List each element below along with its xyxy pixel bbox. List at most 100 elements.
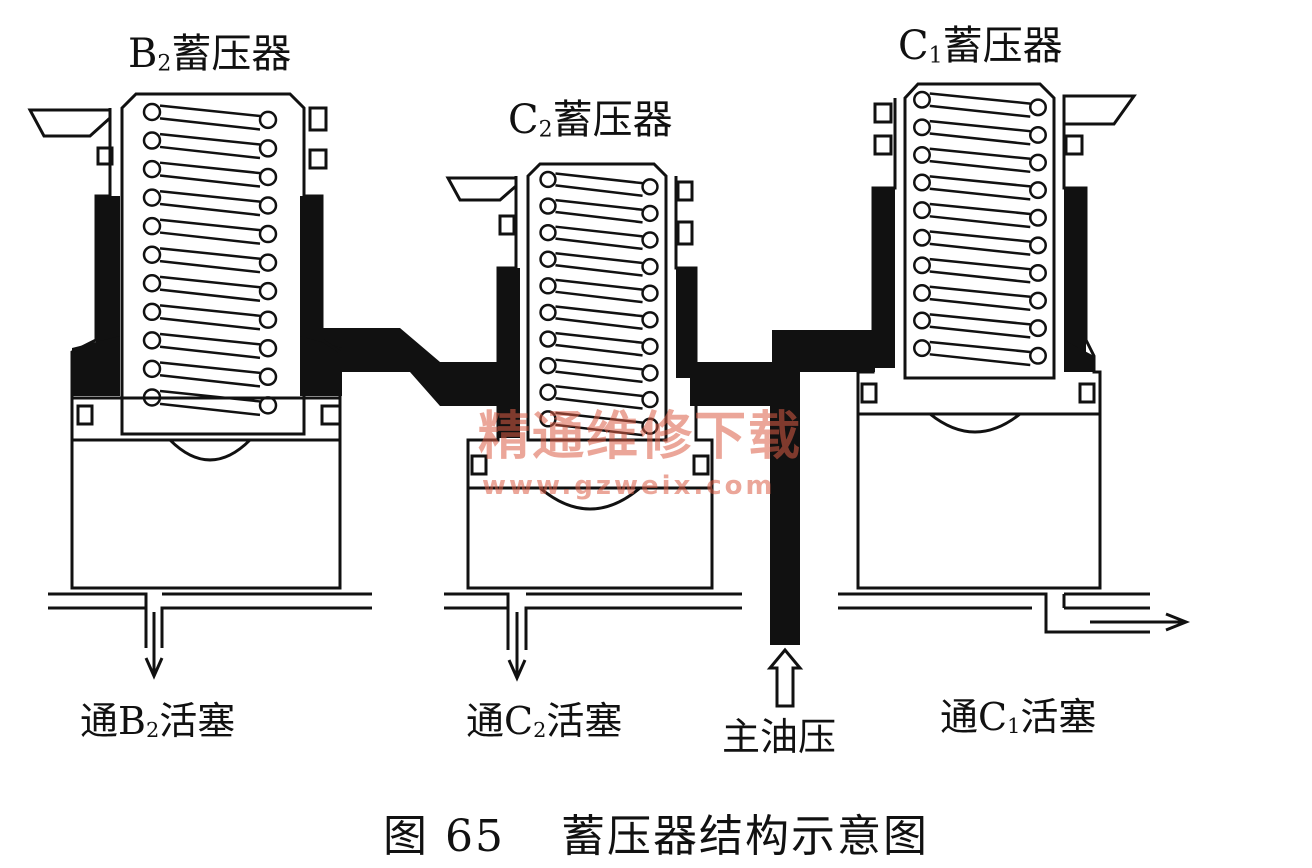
c2-label-subscript: 2 [538, 117, 553, 143]
main-pipe-right [838, 592, 1150, 634]
spring-coil-end [539, 410, 557, 428]
spring-coil-end [641, 364, 659, 382]
spring-coil-end [913, 90, 931, 109]
c1-housing-dark-right [1064, 340, 1094, 372]
spring-coil-wire [929, 175, 1031, 201]
c2-right-seal-low [692, 454, 710, 476]
c2-right-seal-top [676, 180, 694, 202]
spring-coil-end [641, 178, 659, 196]
to-c1-letter: C [978, 695, 1008, 739]
c2-outlet-arrow [507, 612, 527, 682]
spring-coil-end [1029, 125, 1047, 144]
spring-coil-end [142, 216, 162, 236]
c2-right-seal-mid [676, 220, 694, 246]
c2-spring [539, 170, 659, 437]
spring-coil-wire [159, 389, 261, 417]
b2-left-seal-low [76, 404, 94, 426]
b2-mount-flange [27, 108, 112, 138]
c2-spring-cup [526, 162, 668, 442]
c2-accumulator-label: C2蓄压器 [508, 100, 673, 141]
spring-coil-end [1029, 208, 1047, 227]
c2-accumulator-body [445, 162, 714, 590]
to-c2-prefix: 通 [466, 699, 505, 743]
c2-passage-dark-left [498, 268, 520, 438]
to-c1-prefix: 通 [940, 695, 979, 739]
spring-coil-end [913, 118, 931, 137]
spring-coil-end [539, 250, 557, 268]
spring-coil-end [539, 223, 557, 242]
b2-lower-chamber [70, 440, 342, 590]
spring-coil-wire [929, 119, 1031, 146]
spring-coil-end [1029, 291, 1047, 310]
b2-spring-cup [120, 92, 306, 436]
spring-coil-end [913, 339, 931, 358]
b2-label-text: 蓄压器 [171, 31, 292, 77]
spring-coil-wire [159, 161, 261, 188]
spring-coil-end [258, 253, 278, 272]
c1-outlet-arrow [1090, 612, 1191, 632]
c2-outlet-pipe [444, 592, 742, 650]
spring-coil-end [142, 302, 162, 322]
c1-label-subscript: 1 [928, 43, 943, 69]
spring-coil-end [258, 224, 278, 244]
c1-accumulator-label: C1蓄压器 [898, 26, 1063, 67]
to-c1-text: 活塞 [1020, 695, 1097, 739]
spring-coil-end [913, 311, 931, 330]
spring-coil-end [258, 196, 278, 215]
to-b2-piston-label: 通B2活塞 [80, 702, 235, 741]
spring-coil-end [641, 390, 659, 409]
figure-title: 蓄压器结构示意图 [560, 811, 929, 862]
spring-coil-end [1029, 263, 1047, 282]
spring-coil-end [258, 281, 278, 301]
spring-coil-wire [159, 104, 261, 131]
spring-coil-end [1029, 153, 1047, 172]
b2-housing-dark-right [300, 336, 342, 396]
spring-coil-wire [159, 189, 261, 217]
to-c2-subscript: 2 [533, 718, 547, 743]
spring-coil-wire [555, 172, 643, 197]
c1-label-letter: C [898, 23, 929, 69]
spring-coil-wire [555, 198, 643, 224]
spring-coil-wire [555, 411, 643, 437]
spring-coil-end [539, 170, 557, 189]
spring-coil-wire [159, 132, 261, 160]
spring-coil-wire [929, 313, 1031, 339]
b2-housing-left-outline [70, 108, 342, 400]
spring-coil-end [142, 188, 162, 207]
to-b2-letter: B [118, 699, 146, 743]
spring-coil-end [539, 356, 557, 375]
spring-coil-wire [159, 275, 261, 302]
spring-coil-wire [929, 92, 1031, 118]
spring-coil-end [539, 303, 557, 322]
c2-housing-outline [466, 176, 714, 590]
c2-piston [468, 486, 712, 511]
spring-coil-end [1029, 181, 1047, 200]
to-b2-text: 活塞 [159, 699, 236, 743]
c1-passage-dark-left [873, 188, 895, 368]
spring-coil-wire [929, 340, 1031, 367]
spring-coil-end [913, 256, 931, 275]
to-c2-letter: C [504, 699, 534, 743]
c1-piston [858, 412, 1100, 434]
c2-left-seal-low [470, 454, 488, 476]
spring-coil-end [258, 338, 278, 358]
spring-coil-end [913, 145, 931, 164]
b2-right-seal-top [308, 106, 328, 132]
c1-label-text: 蓄压器 [942, 23, 1063, 69]
spring-coil-end [258, 139, 278, 158]
spring-coil-end [1029, 236, 1047, 255]
spring-coil-end [258, 167, 278, 187]
c1-left-seal-b [873, 134, 893, 156]
b2-spring [142, 102, 278, 417]
spring-coil-wire [929, 147, 1031, 174]
spring-coil-end [1029, 319, 1047, 338]
to-c2-text: 活塞 [546, 699, 623, 743]
spring-coil-end [641, 257, 659, 276]
spring-coil-wire [555, 358, 643, 384]
spring-coil-wire [555, 252, 643, 277]
spring-coil-end [641, 204, 659, 223]
b2-label-subscript: 2 [157, 51, 172, 77]
spring-coil-wire [555, 331, 643, 357]
spring-coil-end [142, 131, 162, 150]
